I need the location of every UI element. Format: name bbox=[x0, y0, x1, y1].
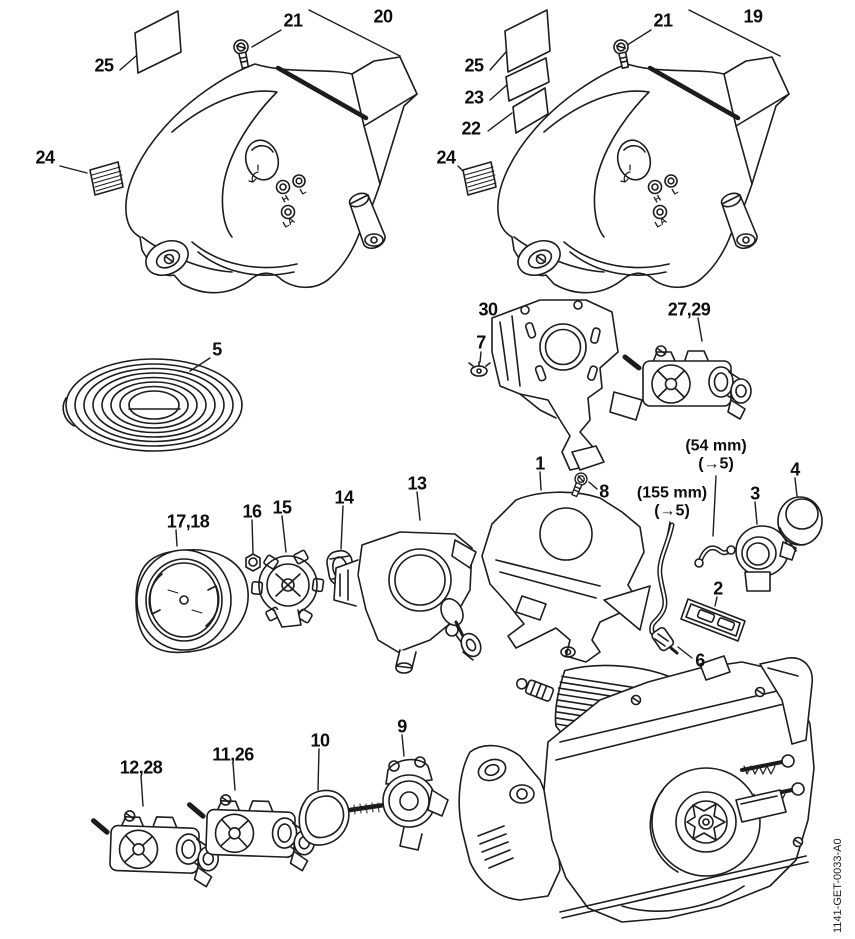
callout-6: 6 bbox=[695, 650, 705, 671]
hose-54mm-dimension: (54 mm) (→5) bbox=[685, 438, 746, 475]
callout-16: 16 bbox=[242, 501, 262, 522]
cover-screw-left bbox=[231, 37, 254, 70]
filter-nut bbox=[245, 553, 261, 572]
fan-shroud bbox=[481, 491, 651, 663]
engine-assembly bbox=[458, 655, 815, 923]
fuel-pickup-body bbox=[651, 626, 679, 655]
hose-54mm-ref: (→5) bbox=[698, 456, 734, 473]
fuel-line-coil bbox=[62, 358, 243, 452]
callout-25-left: 25 bbox=[94, 55, 114, 76]
label-sticker-24-right bbox=[462, 161, 497, 196]
fuel-hose-155mm bbox=[649, 522, 675, 641]
callout-22: 22 bbox=[461, 118, 481, 139]
callout-21-right: 21 bbox=[653, 10, 673, 31]
carburetor-12-28 bbox=[91, 810, 219, 887]
air-filter bbox=[135, 549, 249, 654]
hose-155mm-dimension: (155 mm) (→5) bbox=[637, 485, 707, 522]
label-sticker-24-left bbox=[89, 161, 124, 196]
hose-155mm-ref: (→5) bbox=[654, 503, 690, 520]
callout-11-26: 11,26 bbox=[212, 744, 254, 765]
callout-30: 30 bbox=[478, 299, 498, 320]
callout-10: 10 bbox=[310, 730, 330, 751]
carb-gasket bbox=[298, 789, 350, 846]
spring-clip bbox=[468, 361, 491, 377]
callout-7: 7 bbox=[476, 332, 486, 353]
figure-code: 1141-GET-0033-A0 bbox=[832, 838, 844, 933]
callout-12-28: 12,28 bbox=[119, 757, 163, 778]
hose-155mm-length: (155 mm) bbox=[636, 484, 708, 502]
callout-14: 14 bbox=[334, 487, 354, 508]
callout-25-right: 25 bbox=[464, 55, 484, 76]
callout-21-left: 21 bbox=[283, 10, 303, 31]
callout-27-29: 27,29 bbox=[667, 299, 711, 320]
vent-plate bbox=[680, 598, 746, 642]
callout-17-18: 17,18 bbox=[166, 511, 210, 532]
callout-23: 23 bbox=[464, 87, 484, 108]
label-sticker-25-right bbox=[504, 9, 551, 73]
label-sticker-23 bbox=[505, 57, 550, 102]
callout-24-right: 24 bbox=[436, 147, 456, 168]
callout-1: 1 bbox=[535, 453, 545, 474]
hose-54mm-length: (54 mm) bbox=[685, 437, 747, 455]
carb-box-bracket bbox=[491, 299, 643, 471]
intake-manifold-housing bbox=[333, 531, 477, 674]
callout-24-left: 24 bbox=[35, 147, 55, 168]
callout-19: 19 bbox=[743, 6, 763, 27]
callout-5: 5 bbox=[212, 339, 222, 360]
callout-9: 9 bbox=[397, 716, 407, 737]
top-cover-left bbox=[126, 57, 417, 293]
callout-8: 8 bbox=[599, 481, 609, 502]
callout-15: 15 bbox=[272, 497, 292, 518]
isolator-grommet bbox=[460, 632, 482, 661]
callout-13: 13 bbox=[407, 473, 427, 494]
carburetor-27-29 bbox=[625, 346, 751, 419]
callout-20: 20 bbox=[373, 6, 393, 27]
filter-base bbox=[250, 549, 325, 628]
isolator-stud bbox=[440, 597, 466, 640]
valve-cap bbox=[777, 496, 823, 552]
throttle-shaft-assembly bbox=[347, 756, 449, 851]
callout-2: 2 bbox=[713, 578, 723, 599]
callout-3: 3 bbox=[750, 483, 760, 504]
impulse-hose-54mm bbox=[694, 545, 736, 568]
label-sticker-25-left bbox=[134, 10, 182, 74]
label-sticker-22 bbox=[512, 87, 549, 134]
callout-4: 4 bbox=[790, 459, 800, 480]
